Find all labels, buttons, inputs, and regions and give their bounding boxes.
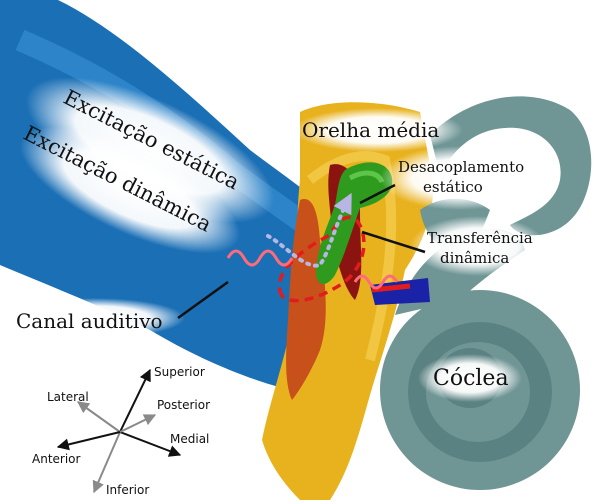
label-transferencia-2: dinâmica bbox=[440, 249, 509, 267]
label-coclea: Cóclea bbox=[433, 366, 509, 391]
compass-arrows-icon bbox=[58, 370, 180, 492]
compass-inferior: Inferior bbox=[106, 483, 149, 497]
label-desacoplamento-1: Desacoplamento bbox=[398, 158, 524, 176]
label-orelha-media: Orelha média bbox=[302, 118, 439, 142]
compass-posterior: Posterior bbox=[157, 398, 210, 412]
compass-lateral: Lateral bbox=[47, 390, 89, 404]
compass-superior: Superior bbox=[154, 365, 205, 379]
label-desacoplamento-2: estático bbox=[423, 178, 483, 196]
label-transferencia-1: Transferência bbox=[427, 229, 533, 247]
compass-medial: Medial bbox=[170, 432, 209, 446]
label-canal-auditivo: Canal auditivo bbox=[16, 309, 163, 333]
compass-anterior: Anterior bbox=[32, 452, 81, 466]
